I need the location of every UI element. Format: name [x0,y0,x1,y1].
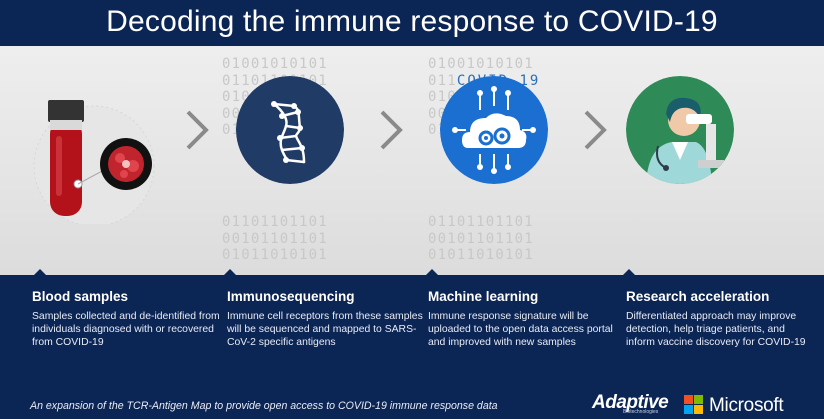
adaptive-logo-subtitle: Biotechnologies [623,409,659,415]
step-blood-samples: Blood samples Samples collected and de-i… [32,289,232,349]
cloud-gears-icon [440,76,548,184]
step-description: Samples collected and de-identified from… [32,311,220,348]
step-title: Machine learning [428,289,539,304]
dna-icon [236,76,344,184]
chevron-right-icon [186,110,209,150]
pointer-notch [33,269,47,276]
step-research-acceleration: Research acceleration Differentiated app… [626,289,816,349]
step-title: Blood samples [32,289,129,304]
footer-tagline: An expansion of the TCR-Antigen Map to p… [30,400,498,412]
pointer-notch [425,269,439,276]
step-description: Immune cell receptors from these samples… [227,311,423,348]
step-machine-learning: Machine learning Immune response signatu… [428,289,628,349]
step-title: Research acceleration [626,289,770,304]
step-description: Differentiated approach may improve dete… [626,311,806,348]
chevron-right-icon [380,110,403,150]
blood-tube-icon [33,100,155,224]
page-title: Decoding the immune response to COVID-19 [0,0,824,46]
pointer-notch [622,269,636,276]
step-title: Immunosequencing [227,289,355,304]
chevron-right-icon [584,110,607,150]
step-immunosequencing: Immunosequencing Immune cell receptors f… [227,289,427,349]
pointer-notch [223,269,237,276]
adaptive-logo: Adaptive [592,392,669,413]
microsoft-logo: Microsoft [709,395,784,416]
step-description: Immune response signature will be upload… [428,311,613,348]
microsoft-logo-icon [684,395,704,415]
scientist-microscope-icon [626,76,734,184]
